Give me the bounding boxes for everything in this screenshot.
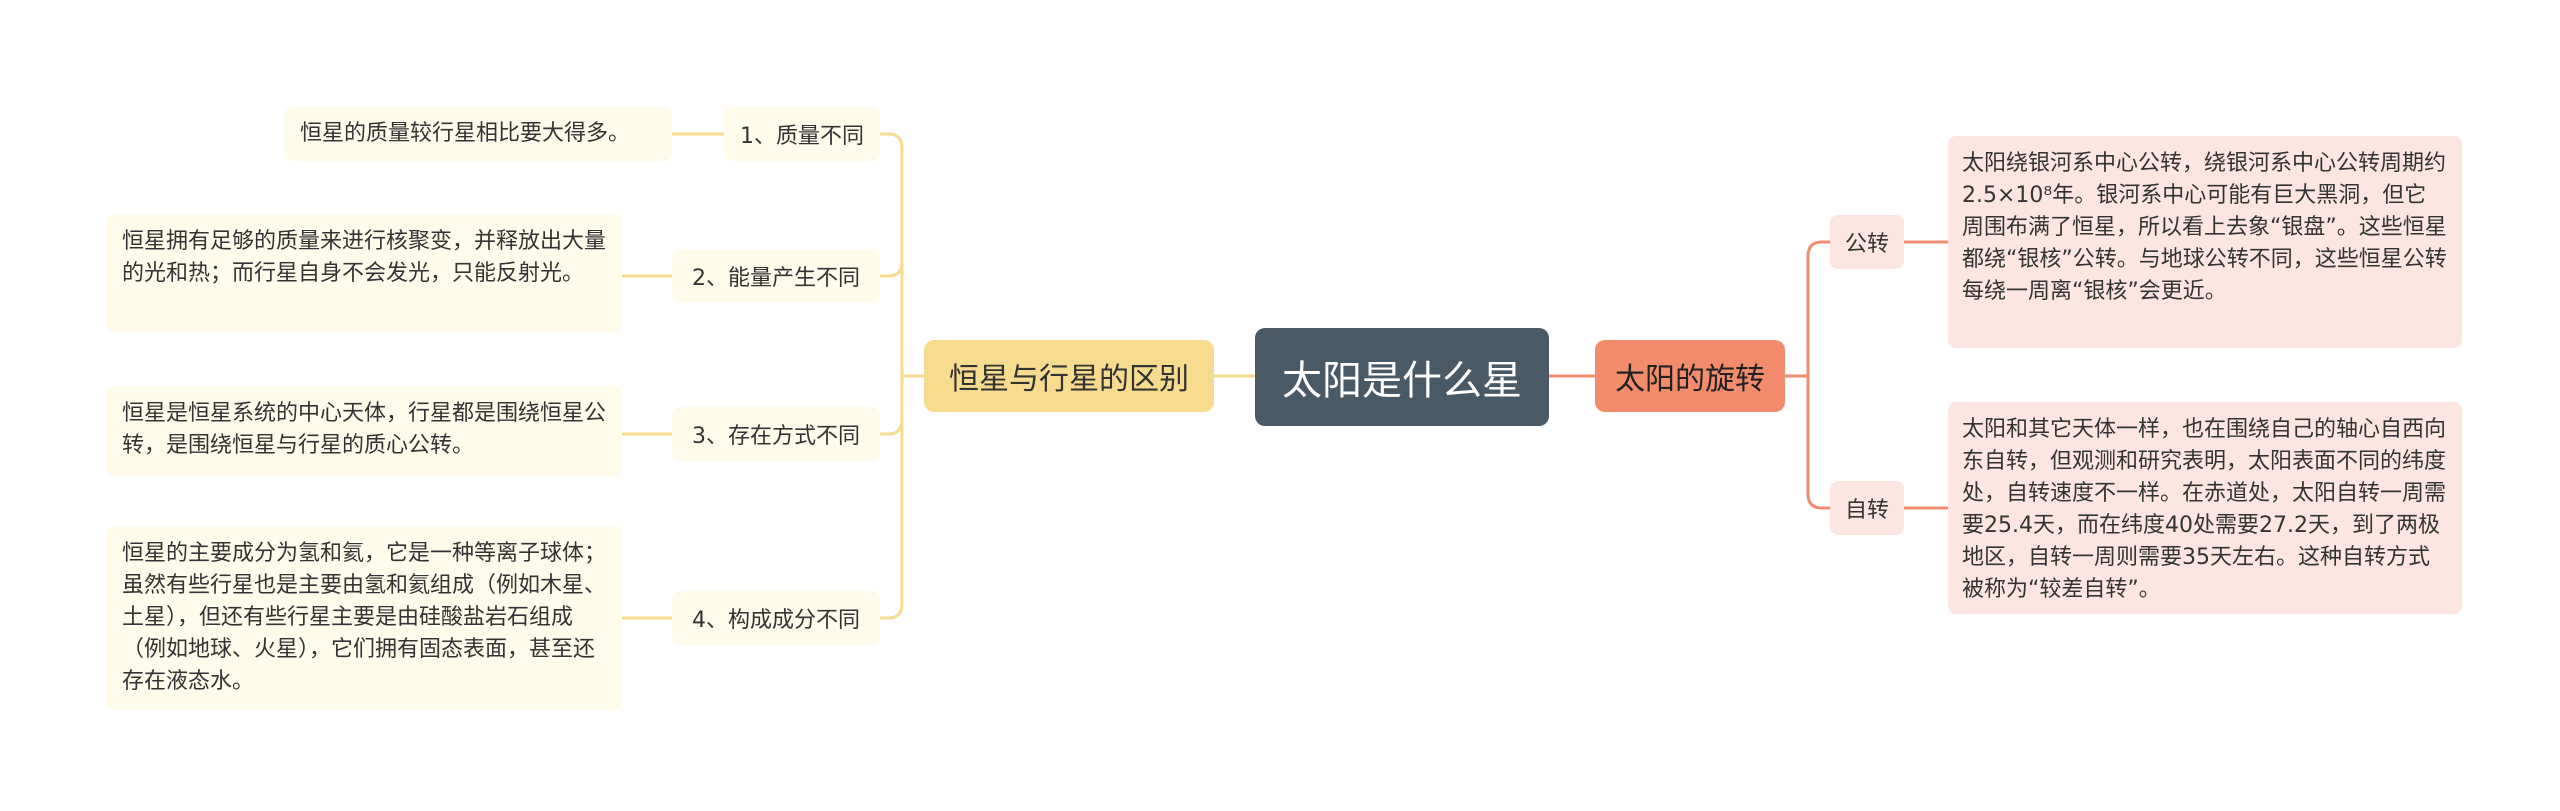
- connector-left-ends: [880, 132, 888, 620]
- sub-node-label: 公转: [1844, 232, 1889, 257]
- leaf-existence-detail: 恒星是恒星系统的中心天体，行星都是围绕恒星公转，是围绕恒星与行星的质心公转。: [106, 386, 622, 476]
- root-node[interactable]: 太阳是什么星: [1255, 328, 1549, 426]
- branch-star-planet-difference[interactable]: 恒星与行星的区别: [924, 340, 1214, 412]
- connector-left-trunk: [887, 132, 924, 620]
- sub-node-existence[interactable]: 3、存在方式不同: [672, 407, 880, 461]
- leaf-composition-detail: 恒星的主要成分为氢和氦，它是一种等离子球体；虽然有些行星也是主要由氢和氦组成（例…: [106, 526, 622, 710]
- leaf-mass-detail: 恒星的质量较行星相比要大得多。: [284, 107, 672, 161]
- leaf-energy-detail: 恒星拥有足够的质量来进行核聚变，并释放出大量的光和热；而行星自身不会发光，只能反…: [106, 214, 622, 332]
- leaf-text: 太阳和其它天体一样，也在围绕自己的轴心自西向东自转，但观测和研究表明，太阳表面不…: [1962, 417, 2447, 602]
- sub-node-composition[interactable]: 4、构成成分不同: [672, 591, 880, 645]
- branch-label: 恒星与行星的区别: [949, 362, 1189, 397]
- root-label: 太阳是什么星: [1282, 358, 1522, 404]
- leaf-self-rotation-detail: 太阳和其它天体一样，也在围绕自己的轴心自西向东自转，但观测和研究表明，太阳表面不…: [1948, 402, 2462, 614]
- sub-node-label: 4、构成成分不同: [692, 608, 860, 633]
- leaf-text: 恒星拥有足够的质量来进行核聚变，并释放出大量的光和热；而行星自身不会发光，只能反…: [122, 229, 607, 286]
- sub-node-label: 3、存在方式不同: [692, 424, 860, 449]
- sub-node-label: 1、质量不同: [740, 124, 864, 149]
- sub-node-self-rotation[interactable]: 自转: [1830, 481, 1904, 535]
- leaf-text: 太阳绕银河系中心公转，绕银河系中心公转周期约2.5×10⁸年。银河系中心可能有巨…: [1962, 151, 2447, 304]
- branch-sun-rotation[interactable]: 太阳的旋转: [1595, 340, 1785, 412]
- sub-node-mass[interactable]: 1、质量不同: [724, 107, 880, 161]
- leaf-text: 恒星的质量较行星相比要大得多。: [300, 121, 631, 146]
- sub-node-label: 2、能量产生不同: [692, 266, 860, 291]
- branch-label: 太阳的旋转: [1615, 362, 1765, 397]
- sub-node-revolution[interactable]: 公转: [1830, 215, 1904, 269]
- leaf-text: 恒星是恒星系统的中心天体，行星都是围绕恒星公转，是围绕恒星与行星的质心公转。: [122, 401, 607, 458]
- leaf-revolution-detail: 太阳绕银河系中心公转，绕银河系中心公转周期约2.5×10⁸年。银河系中心可能有巨…: [1948, 136, 2462, 348]
- sub-node-energy[interactable]: 2、能量产生不同: [672, 249, 880, 303]
- leaf-text: 恒星的主要成分为氢和氦，它是一种等离子球体；虽然有些行星也是主要由氢和氦组成（例…: [122, 541, 607, 694]
- sub-node-label: 自转: [1844, 498, 1889, 523]
- connector-right-trunk: [1785, 240, 1830, 510]
